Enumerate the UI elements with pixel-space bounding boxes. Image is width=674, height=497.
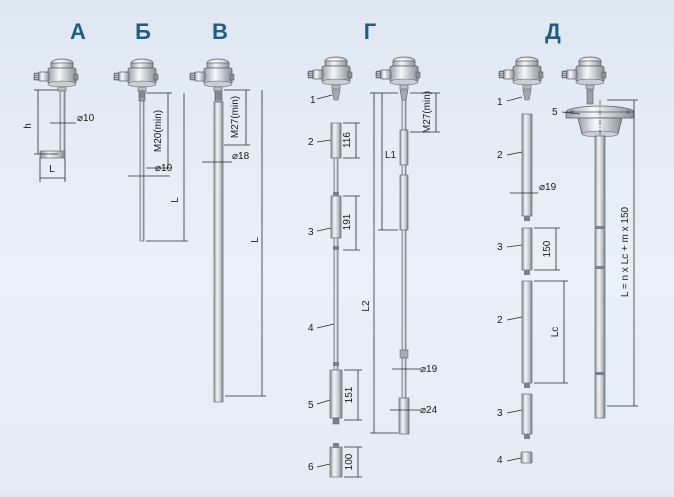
d-lc-label: Lc	[550, 327, 561, 338]
g-callout-5: 5	[308, 400, 314, 411]
variant-d-assembled: 5 L = n x Lc + m x 150	[552, 56, 638, 419]
v-length-label: L	[250, 237, 261, 243]
a-length-label: L	[49, 164, 55, 175]
d-diameter-19: ⌀19	[539, 182, 557, 193]
variant-a-probe: h ⌀10 L	[23, 58, 95, 182]
b-length-label: L	[170, 197, 181, 203]
b-thread-label: M20(min)	[153, 110, 164, 152]
g-thread-label: M27(min)	[422, 91, 433, 133]
d-callout-3a: 3	[497, 242, 503, 253]
variant-v-probe: M27(min) ⌀18 L	[189, 58, 266, 403]
variant-g-assembled: M27(min) L1 L2 ⌀19 ⌀24	[361, 56, 440, 435]
g-l2-label: L2	[361, 300, 372, 312]
g-diameter-19: ⌀19	[420, 364, 438, 375]
d-callout-3b: 3	[497, 408, 503, 419]
variant-d-exploded: 1 2 ⌀19 3 150 2 Lc 3 4	[497, 56, 568, 466]
header-variant-d: Д	[545, 19, 561, 44]
g-callout-6: 6	[308, 462, 314, 473]
v-diameter-label: ⌀18	[232, 151, 250, 162]
b-diameter-label: ⌀10	[155, 163, 173, 174]
a-diameter-label: ⌀10	[77, 113, 95, 124]
variant-g-exploded: 1 2 116 3 191 4 5 151	[307, 56, 362, 478]
g-dim-100: 100	[344, 453, 355, 470]
d-callout-1: 1	[497, 97, 503, 108]
header-variant-g: Г	[364, 19, 377, 44]
a-h-label: h	[23, 123, 34, 129]
variant-b-probe: M20(min) ⌀10 L	[113, 58, 188, 242]
d-callout-2a: 2	[497, 150, 503, 161]
header-variant-v: В	[212, 19, 228, 44]
g-dim-151: 151	[344, 386, 355, 403]
g-l1-label: L1	[385, 150, 397, 161]
g-callout-1: 1	[310, 95, 316, 106]
header-variant-a: А	[70, 19, 86, 44]
v-thread-label: M27(min)	[230, 96, 241, 138]
d-callout-5: 5	[552, 107, 558, 118]
d-dim-150: 150	[542, 240, 553, 257]
header-variant-b: Б	[135, 19, 151, 44]
g-dim-191: 191	[342, 213, 353, 230]
d-callout-2b: 2	[497, 315, 503, 326]
g-callout-4: 4	[308, 323, 314, 334]
d-length-formula: L = n x Lc + m x 150	[620, 206, 631, 297]
g-callout-3: 3	[308, 227, 314, 238]
g-callout-2: 2	[308, 137, 314, 148]
d-callout-4: 4	[497, 455, 503, 466]
g-diameter-24: ⌀24	[420, 405, 438, 416]
g-dim-116: 116	[342, 132, 353, 148]
